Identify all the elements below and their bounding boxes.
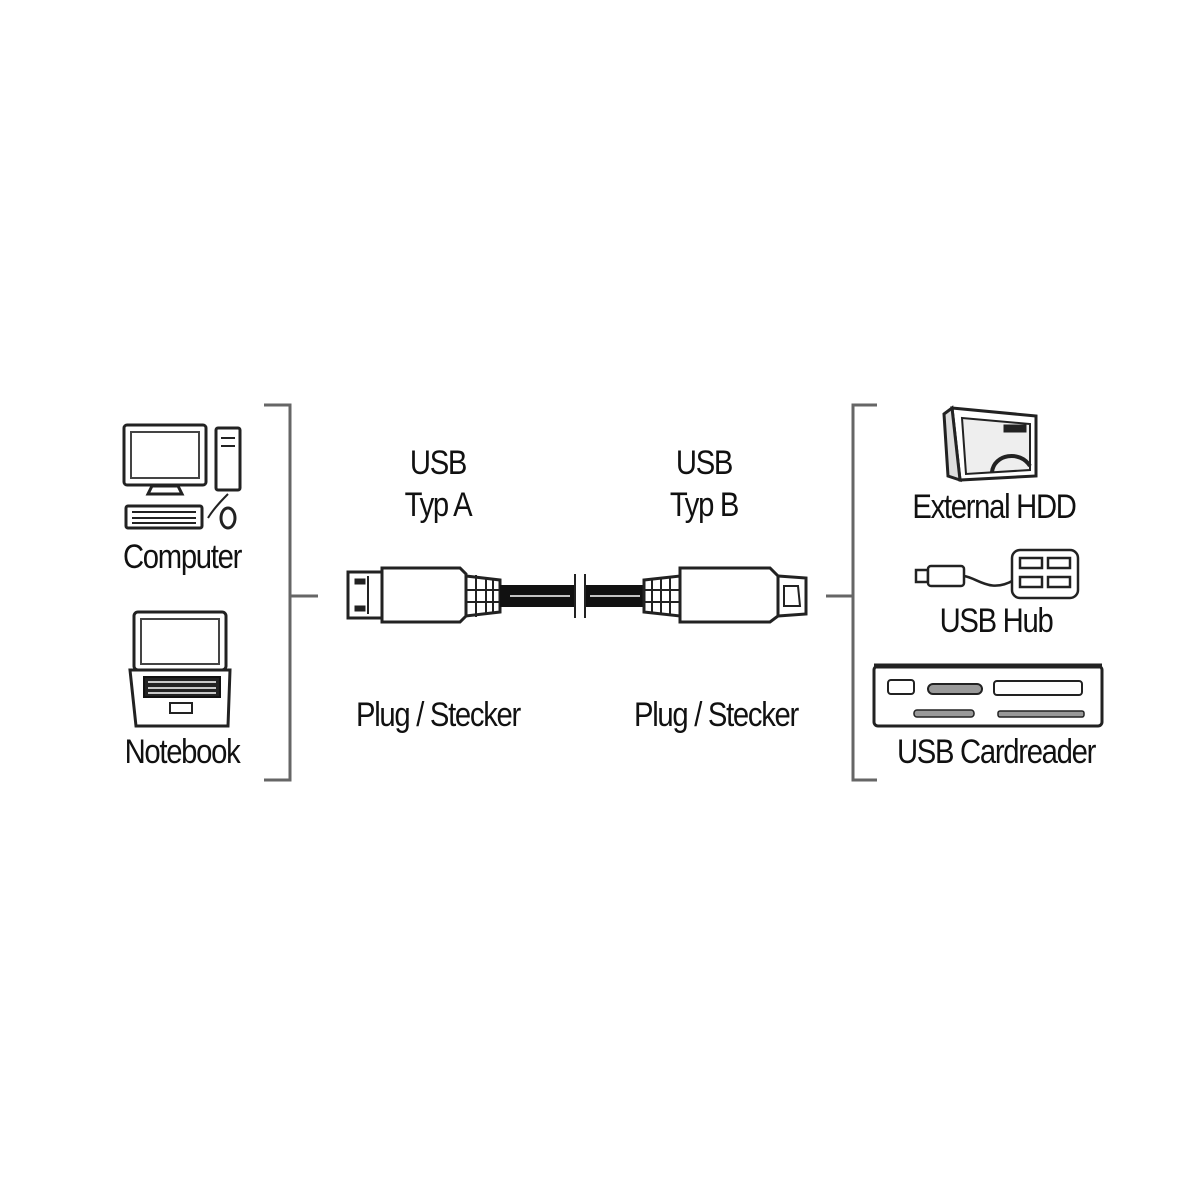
left-bracket <box>264 403 318 782</box>
computer-icon <box>122 423 242 530</box>
external-hdd-icon <box>942 405 1038 483</box>
connector-b-title-line1: USB <box>675 444 734 482</box>
external-hdd-label: External HDD <box>912 488 1077 526</box>
right-bracket <box>826 403 877 782</box>
connector-a-title: USB Typ A <box>368 442 508 526</box>
connector-b-title-line2: Typ B <box>669 486 740 524</box>
computer-label: Computer <box>122 538 242 576</box>
usb-a-plug-icon <box>346 566 502 624</box>
connector-b-caption: Plug / Stecker <box>634 696 799 734</box>
connector-a-title-line1: USB <box>409 444 468 482</box>
cable <box>500 574 644 618</box>
usb-b-plug-icon <box>642 566 808 624</box>
usb-hub-label: USB Hub <box>939 602 1054 640</box>
usb-hub-icon <box>914 548 1080 600</box>
notebook-label: Notebook <box>124 733 241 771</box>
connector-a-caption: Plug / Stecker <box>356 696 521 734</box>
connector-b-title: USB Typ B <box>634 442 774 526</box>
connector-a-title-line2: Typ A <box>404 486 473 524</box>
cardreader-icon <box>872 663 1104 728</box>
notebook-icon <box>128 610 232 728</box>
usb-cardreader-label: USB Cardreader <box>896 733 1096 771</box>
